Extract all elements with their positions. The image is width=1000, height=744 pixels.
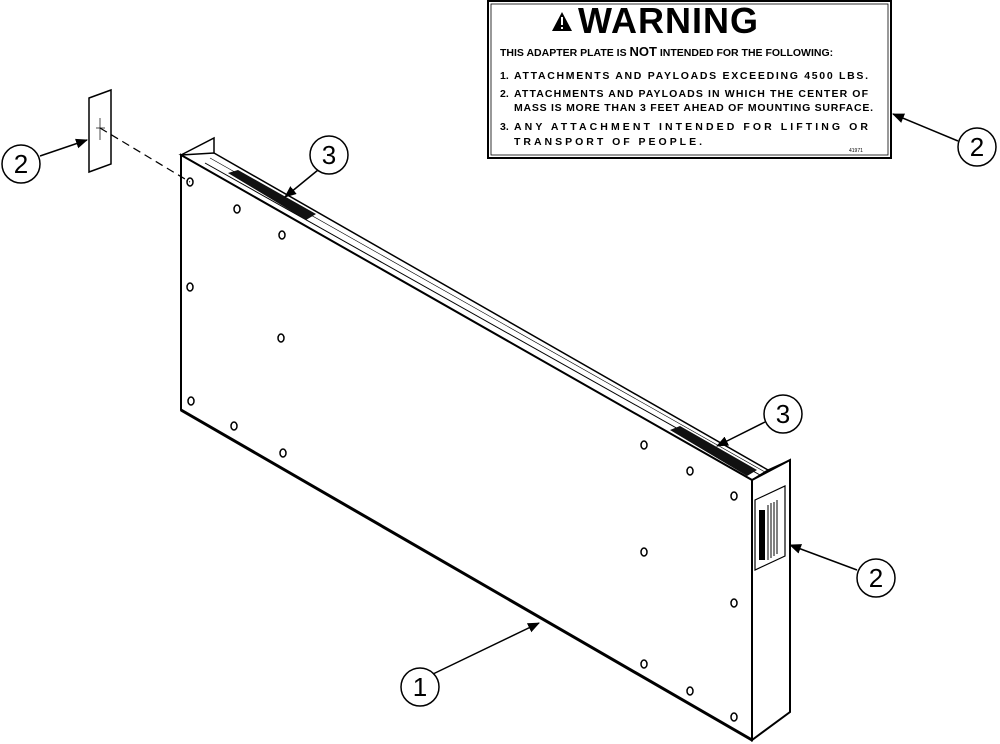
plate-main-face (180, 153, 753, 742)
warning-decal: WARNING THIS ADAPTER PLATE IS NOT INTEND… (487, 0, 892, 159)
decal-part-code: 41971 (849, 148, 863, 154)
mounting-hole (186, 282, 194, 292)
warning-item-text: ATTACHMENTS AND PAYLOADS IN WHICH THE CE… (514, 88, 869, 100)
callout-plate: 1 (400, 622, 540, 707)
mounting-hole (230, 421, 238, 431)
mounting-hole (686, 686, 694, 696)
callout-number: 2 (970, 132, 984, 162)
callout-number: 3 (322, 140, 336, 170)
callout-strip-right: 3 (716, 394, 803, 447)
callout-decal-top: 2 (892, 113, 997, 167)
wear-strip-right (670, 426, 757, 476)
end-top-edge (767, 459, 791, 471)
callout-decal-left: 2 (1, 138, 88, 184)
decal-exploded-left (88, 88, 191, 183)
mounting-hole (277, 333, 285, 343)
flange-inner-edge (204, 162, 761, 476)
callout-strip-top: 3 (284, 135, 349, 198)
adapter-plate (178, 136, 791, 742)
mounting-hole (730, 598, 738, 608)
callout-decal-side: 2 (789, 544, 896, 598)
mounting-hole (233, 204, 241, 214)
warning-item-text: MASS IS MORE THAN 3 FEET AHEAD OF MOUNTI… (514, 102, 873, 114)
warning-item-text: TRANSPORT OF PEOPLE. (514, 136, 702, 148)
mounting-hole (187, 396, 195, 406)
warning-item-number: 1. (500, 70, 509, 82)
warning-title: WARNING (578, 0, 759, 41)
mounting-hole (730, 712, 738, 722)
mounting-hole (730, 491, 738, 501)
mounting-hole (278, 230, 286, 240)
placement-dashed-line (99, 127, 191, 183)
mounting-holes (186, 177, 738, 722)
mounting-hole (279, 448, 287, 458)
callout-number: 2 (14, 149, 28, 179)
callout-number: 3 (776, 399, 790, 429)
mounting-hole (640, 659, 648, 669)
warning-item-text: ATTACHMENTS AND PAYLOADS EXCEEDING 4500 … (514, 70, 868, 82)
warning-triangle-icon (552, 12, 572, 31)
warning-item-number: 3. (500, 121, 509, 133)
callout-number: 2 (869, 563, 883, 593)
mounting-hole (686, 466, 694, 476)
callout-number: 1 (413, 672, 427, 702)
mounting-hole (640, 547, 648, 557)
mounting-hole (640, 440, 648, 450)
wear-strip-top (228, 170, 316, 220)
warning-item-text: ANY ATTACHMENT INTENDED FOR LIFTING OR (514, 121, 868, 133)
warning-heading: THIS ADAPTER PLATE IS NOT INTENDED FOR T… (500, 44, 833, 59)
side-decal (754, 485, 786, 571)
plate-bottom-edge (180, 408, 753, 742)
warning-item-number: 2. (500, 88, 509, 100)
